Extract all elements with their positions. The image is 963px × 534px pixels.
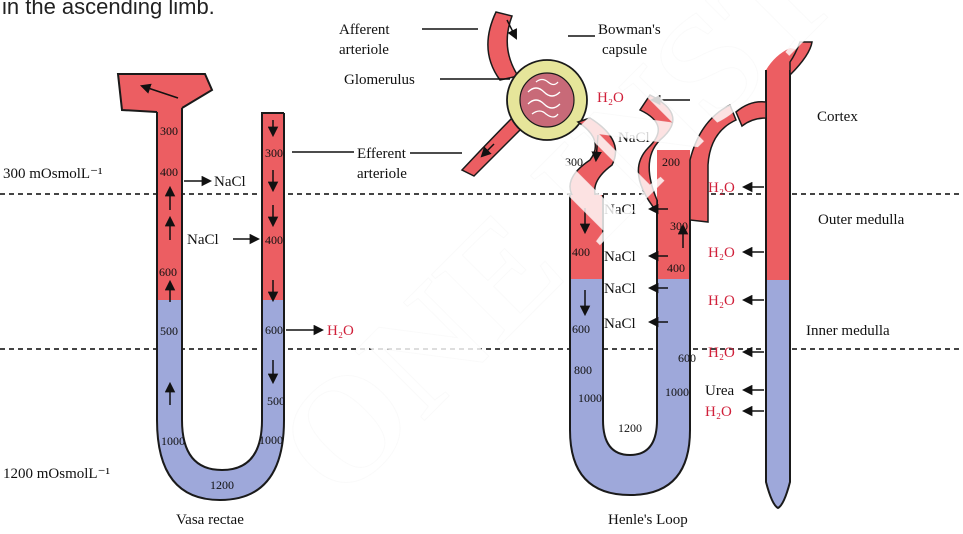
henle-value: 600 [572,322,590,336]
henle-value: 400 [667,261,685,275]
henle-value: 1000 [578,391,602,405]
nacl-label: NaCl [604,316,636,332]
vasa-value: 300 [265,146,283,160]
water-label: H₂O [705,404,732,420]
afferent-label: Afferent [339,22,390,38]
vasa-value: 1000 [161,434,185,448]
henle-caption: Henle's Loop [608,512,688,528]
nacl-label: NaCl [604,281,636,297]
nacl-label: NaCl [214,174,246,190]
vasa-value: 400 [265,233,283,247]
water-label: H₂O [708,345,735,361]
nacl-label: NaCl [187,232,219,248]
henle-value: 300 [670,219,688,233]
henle-value: 1200 [618,421,642,435]
water-label: H₂O [708,245,735,261]
osmolarity-1200-label: 1200 mOsmolL⁻¹ [3,466,110,482]
henle-value: 600 [678,351,696,365]
efferent-label: Efferent [357,146,407,162]
vasa-caption: Vasa rectae [176,512,244,528]
henle-value: 1000 [665,385,689,399]
vasa-value: 600 [159,265,177,279]
collecting-duct-blue [766,280,790,508]
glomerulus-label: Glomerulus [344,72,415,88]
henle-value: 800 [574,363,592,377]
water-label: H₂O [708,293,735,309]
osmolarity-300-label: 300 mOsmolL⁻¹ [3,166,103,182]
inner-medulla-label: Inner medulla [806,323,890,339]
afferent-label: arteriole [339,42,389,58]
afferent-vessel [488,12,518,80]
vasa-value: 1200 [210,478,234,492]
cortex-label: Cortex [817,109,858,125]
water-label: H₂O [708,180,735,196]
urea-label: Urea [705,383,734,399]
vasa-value: 300 [160,124,178,138]
vasa-value: 600 [265,323,283,337]
vasa-value: 500 [160,324,178,338]
efferent-label: arteriole [357,166,407,182]
vasa-value: 400 [160,165,178,179]
outer-medulla-label: Outer medulla [818,212,905,228]
header-fragment: in the ascending limb. [2,0,215,19]
